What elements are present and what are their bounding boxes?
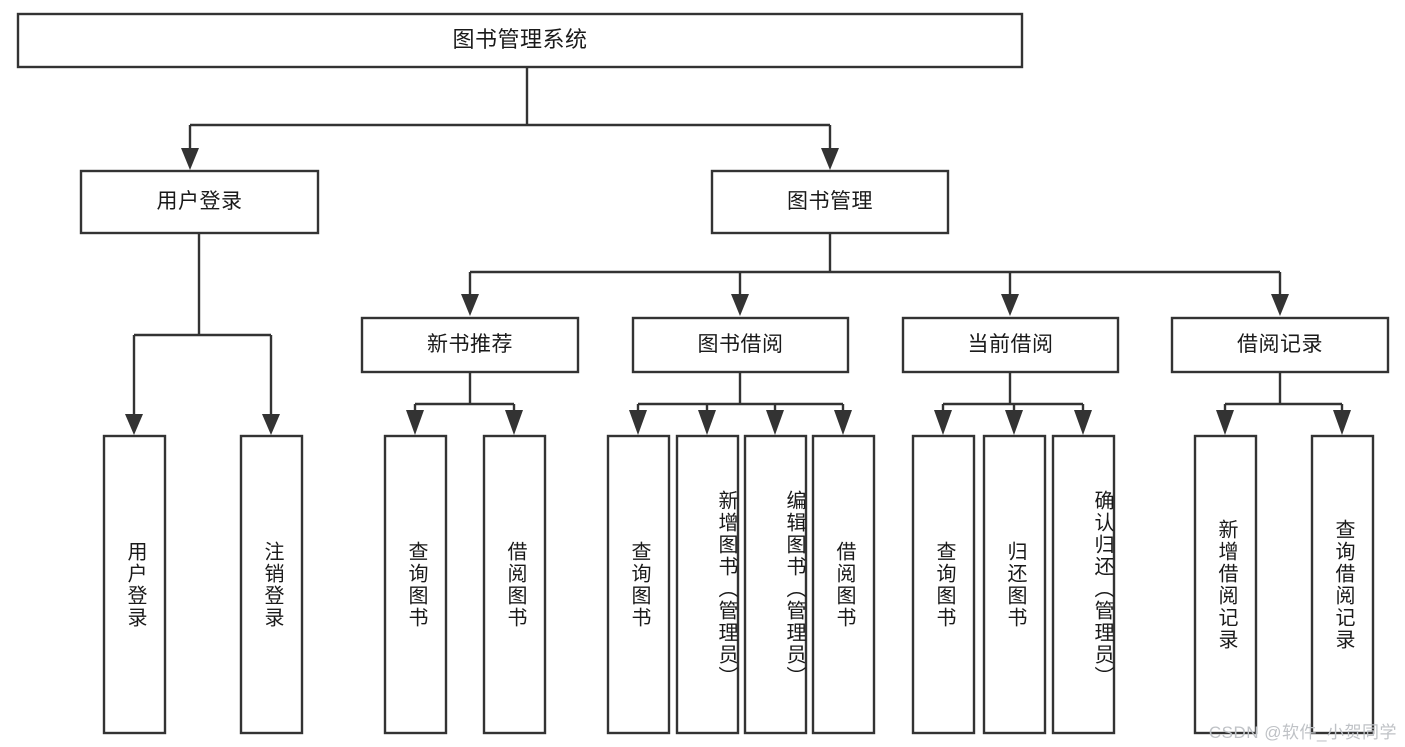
connector-current-borrow-to-leaves	[934, 372, 1092, 435]
node-box-leaf-add-book[interactable]	[675, 434, 740, 735]
arrow-head-leaf-confirm-return	[1074, 410, 1092, 435]
node-box-borrow-record[interactable]	[1170, 316, 1390, 374]
connector-book-borrow-to-leaves	[629, 372, 852, 435]
arrow-head-book-borrow	[731, 294, 749, 316]
arrow-head-leaf-add-record	[1216, 410, 1234, 435]
node-box-leaf-confirm-return[interactable]	[1051, 434, 1116, 735]
node-box-leaf-add-record[interactable]	[1193, 434, 1258, 735]
node-box-leaf-query-record[interactable]	[1310, 434, 1375, 735]
arrow-head-leaf-add-book	[698, 410, 716, 435]
arrow-head-user-login	[181, 148, 199, 170]
arrow-head-leaf-query-record	[1333, 410, 1351, 435]
arrow-head-current-borrow	[1001, 294, 1019, 316]
connector-book-manage-to-level2	[461, 233, 1289, 316]
node-box-leaf-borrow-book-1[interactable]	[482, 434, 547, 735]
arrow-head-leaf-user-login	[125, 414, 143, 435]
arrow-head-leaf-borrow-book-1	[505, 410, 523, 435]
connector-borrow-record-to-leaves	[1216, 372, 1351, 435]
node-box-current-borrow[interactable]	[901, 316, 1120, 374]
node-box-leaf-borrow-book-2[interactable]	[811, 434, 876, 735]
node-box-user-login[interactable]	[79, 169, 320, 235]
arrow-head-leaf-query-book-2	[629, 410, 647, 435]
connector-user-login-to-leaves	[125, 233, 280, 435]
node-box-leaf-return-book[interactable]	[982, 434, 1047, 735]
arrow-head-leaf-logout-login	[262, 414, 280, 435]
node-box-book-borrow[interactable]	[631, 316, 850, 374]
arrow-head-book-manage	[821, 148, 839, 170]
arrow-head-leaf-edit-book	[766, 410, 784, 435]
arrow-head-leaf-query-book-3	[934, 410, 952, 435]
node-box-leaf-query-book-2[interactable]	[606, 434, 671, 735]
node-box-new-book-rec[interactable]	[360, 316, 580, 374]
connector-new-book-rec-to-leaves	[406, 372, 523, 435]
connector-root-to-level1	[181, 67, 839, 170]
node-box-leaf-edit-book[interactable]	[743, 434, 808, 735]
node-box-leaf-query-book-1[interactable]	[383, 434, 448, 735]
node-box-leaf-user-login[interactable]	[102, 434, 167, 735]
node-box-leaf-query-book-3[interactable]	[911, 434, 976, 735]
arrow-head-leaf-borrow-book-2	[834, 410, 852, 435]
node-box-root[interactable]	[16, 12, 1024, 69]
arrow-head-leaf-return-book	[1005, 410, 1023, 435]
arrow-head-borrow-record	[1271, 294, 1289, 316]
arrow-head-leaf-query-book-1	[406, 410, 424, 435]
arrow-head-new-book-rec	[461, 294, 479, 316]
node-box-leaf-logout-login[interactable]	[239, 434, 304, 735]
node-box-book-manage[interactable]	[710, 169, 950, 235]
